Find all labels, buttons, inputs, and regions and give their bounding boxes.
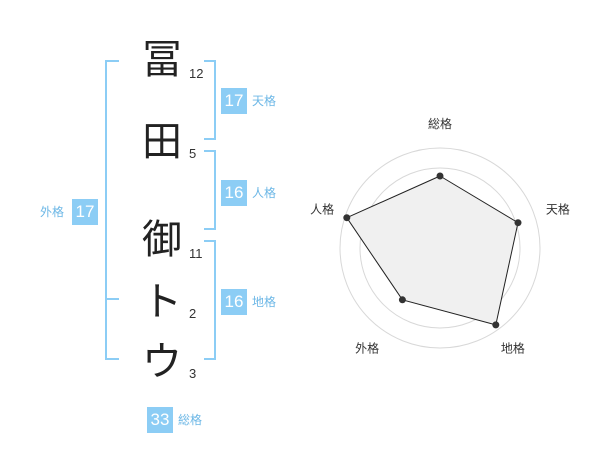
chikaku-value-badge: 16 [221,289,247,315]
radar-axis-label: 天格 [546,202,570,217]
chikaku-label: 地格 [252,295,277,309]
gaikaku-bracket-bottom [105,358,119,360]
radar-axis-label: 総格 [428,116,452,131]
radar-ring [359,167,521,329]
stroke-count-5: 3 [189,366,197,381]
chikaku-bracket-top [204,240,216,242]
stroke-count-1: 12 [189,66,204,81]
jinkaku-bracket-top [204,150,216,152]
radar-ring [339,147,541,349]
gaikaku-bracket-mid [105,298,119,300]
radar-axis-label: 地格 [501,340,525,355]
gaikaku-bracket-top [105,60,119,62]
soukaku-label: 総格 [178,413,203,427]
jinkaku-bracket-spine [214,150,216,230]
gaikaku-bracket-spine [105,60,107,360]
radar-axis-label: 人格 [310,202,334,217]
radar-area [346,175,519,326]
tenkaku-value-badge: 17 [221,88,247,114]
jinkaku-value-badge: 16 [221,180,247,206]
jinkaku-label: 人格 [252,186,277,200]
tenkaku-bracket-top [204,60,216,62]
name-char-2: 田 [142,119,182,165]
chikaku-bracket-bottom [204,358,216,360]
stroke-count-4: 2 [189,306,197,321]
tenkaku-label: 天格 [252,94,277,108]
gaikaku-value-badge: 17 [72,199,98,225]
name-char-1: 冨 [142,37,182,83]
soukaku-value-badge: 33 [147,407,173,433]
radar-point [492,321,500,329]
stroke-count-2: 5 [189,146,197,161]
name-char-3: 御 [142,217,182,263]
tenkaku-bracket-bottom [204,138,216,140]
radar-point [398,296,406,304]
tenkaku-bracket-spine [214,60,216,140]
name-char-4: ト [142,279,182,325]
radar-axis-label: 外格 [355,340,379,355]
name-char-5: ウ [142,339,182,385]
radar-point [436,172,444,180]
radar-point [343,214,351,222]
radar-point [514,219,522,227]
chikaku-bracket-spine [214,240,216,360]
jinkaku-bracket-bottom [204,228,216,230]
gaikaku-label: 外格 [40,205,65,219]
stroke-count-3: 11 [189,246,203,261]
